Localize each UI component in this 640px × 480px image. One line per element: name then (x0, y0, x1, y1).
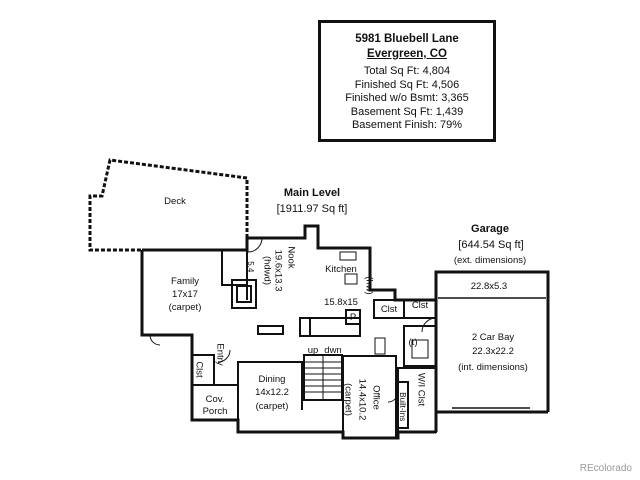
family-name: Family (171, 276, 199, 287)
stat-finished-no-bsmt: Finished w/o Bsmt: 3,365 (345, 92, 469, 104)
nook-dim: 19.6x13.3 (272, 249, 284, 292)
garage-walls (434, 270, 550, 414)
wi-closet-label: W/I Clst (415, 372, 427, 407)
stat-finished-sqft: Finished Sq Ft: 4,506 (354, 78, 460, 91)
family-dim: 17x17 (172, 289, 198, 300)
interior-walls (191, 249, 437, 438)
dining-dim: 14x12.2 (255, 387, 289, 398)
dining-name: Dining (258, 374, 286, 385)
car-bay-note: (int. dimensions) (458, 362, 528, 373)
car-bay-dim: 22.3x22.2 (472, 346, 514, 357)
property-stats: Total Sq Ft: 4,804 Finished Sq Ft: 4,506… (321, 65, 493, 133)
pantry-label: P (349, 312, 357, 323)
office-name: Office (370, 385, 382, 410)
car-bay-name: 2 Car Bay (471, 332, 515, 343)
stairs-up-label: up (307, 345, 319, 356)
watermark: REcolorado (579, 463, 632, 474)
entry-closet-label: Clst (193, 361, 205, 378)
kitchen-fixtures (339, 251, 429, 359)
garage-note: (ext. dimensions) (453, 255, 527, 266)
toilet-label: (t) (408, 337, 418, 348)
garage-title: Garage (471, 223, 509, 235)
family-floor: (carpet) (168, 302, 202, 313)
cov-porch-name: Cov. (205, 394, 225, 405)
stat-basement-sqft: Basement Sq Ft: 1,439 (350, 105, 464, 118)
stair-treads (304, 355, 342, 400)
property-city: Evergreen, CO (367, 48, 447, 60)
kitchen-name: Kitchen (325, 264, 357, 275)
closet-1-label: Clst (380, 304, 398, 315)
cov-porch-name-2: Porch (202, 406, 228, 417)
office-dim: 14.4x10.2 (356, 378, 368, 421)
closet-2-label: Clst (411, 300, 429, 311)
entry-label: Entry (214, 343, 226, 366)
garage-area: [644.54 Sq ft] (458, 239, 524, 251)
main-level-title: Main Level (283, 187, 341, 199)
stat-basement-finish: Basement Finish: 79% (351, 119, 463, 131)
main-level-area: [1911.97 Sq ft] (276, 203, 348, 215)
nook-floor: (hdwd) (261, 255, 273, 286)
dining-floor: (carpet) (255, 401, 289, 412)
stat-total-sqft: Total Sq Ft: 4,804 (363, 65, 451, 77)
built-ins-label: Built-Ins (397, 392, 407, 422)
kitchen-floor: (hw) (363, 276, 375, 295)
small-area-dim: 5.4 (245, 261, 255, 273)
nook-name: Nook (285, 246, 297, 269)
property-info-box: 5981 Bluebell Lane Evergreen, CO Total S… (318, 20, 496, 142)
garage-upper-dim: 22.8x5.3 (470, 281, 508, 292)
property-address: 5981 Bluebell Lane (355, 33, 459, 45)
door-swings (149, 237, 437, 403)
kitchen-dim: 15.8x15 (324, 297, 358, 308)
stairs-down-label: dwn (324, 345, 342, 356)
office-floor: (carpet) (342, 383, 354, 416)
deck-outline (88, 158, 249, 252)
deck-label: Deck (164, 196, 186, 207)
